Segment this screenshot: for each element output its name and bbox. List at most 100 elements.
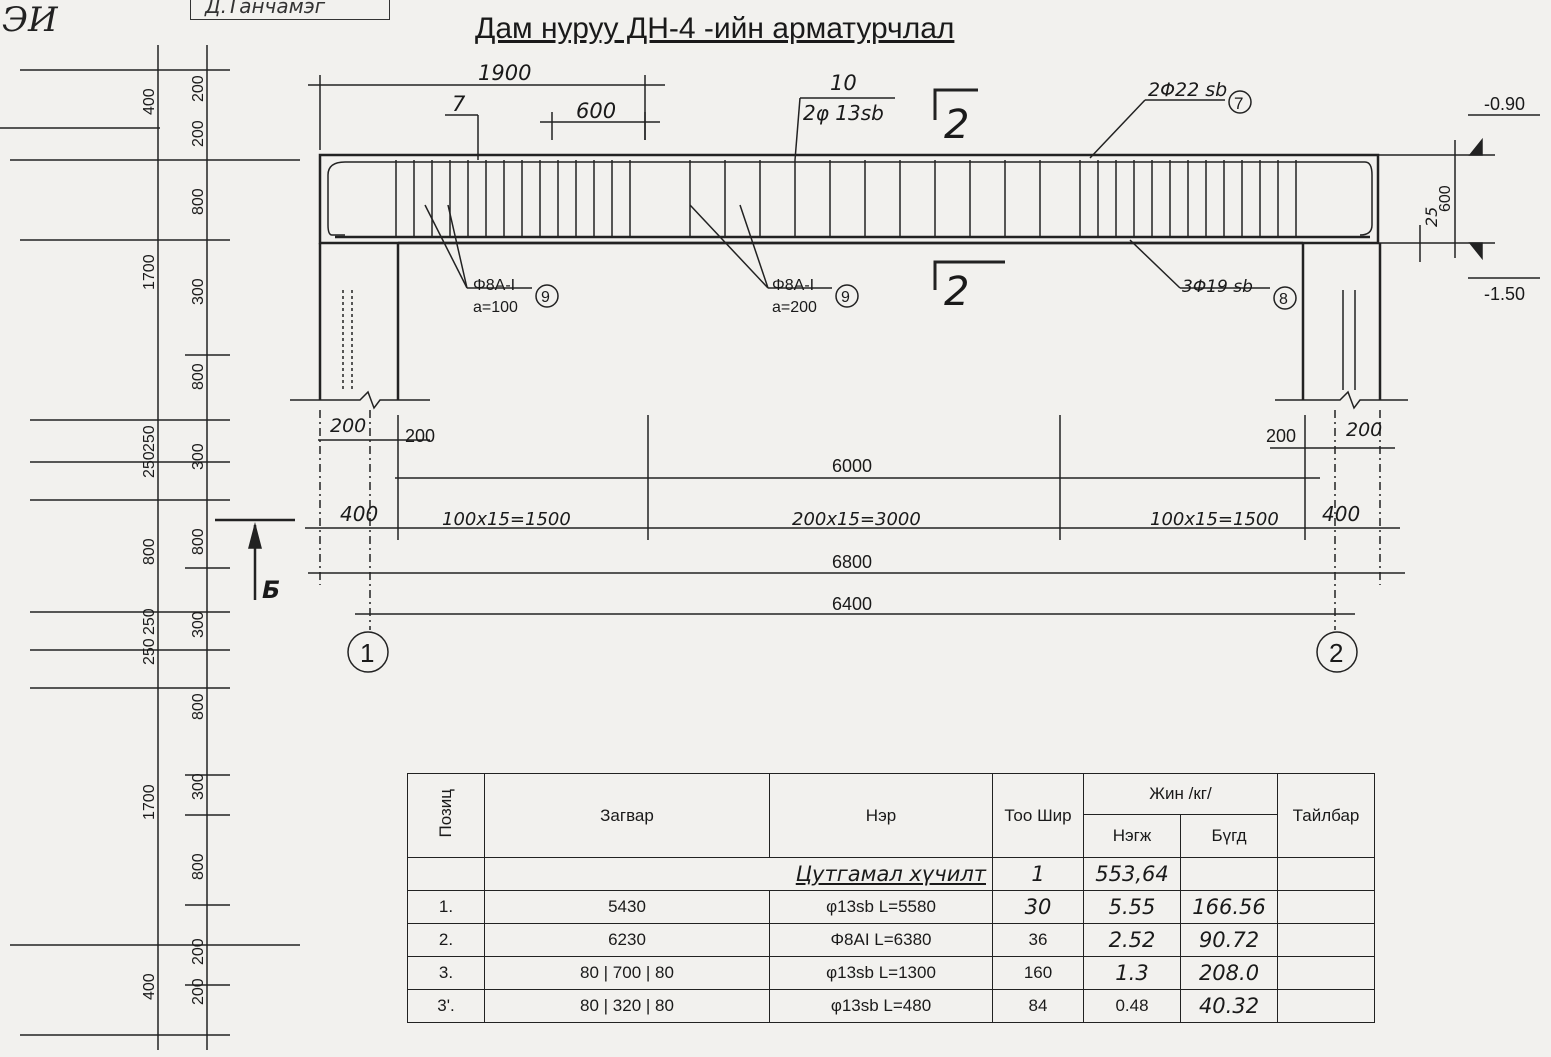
group-total: [1180, 857, 1278, 891]
row-pos: 3.: [407, 956, 485, 990]
row-note: [1277, 923, 1375, 957]
left-dim-outer: 1700: [141, 254, 158, 290]
stirrup-mid-pos: 9: [841, 289, 850, 306]
stirrup-mid-spacing: a=200: [772, 299, 817, 316]
row-total: 90.72: [1180, 923, 1278, 957]
table-row: 3'. 80 | 320 | 80 φ13sb L=480 84 0.48 40…: [407, 989, 1375, 1023]
row-count: 30: [992, 890, 1084, 924]
stirrup-left-pos: 9: [541, 289, 550, 306]
stirrup-left-type: Φ8A-I: [473, 277, 515, 294]
table-row: 3. 80 | 700 | 80 φ13sb L=1300 160 1.3 20…: [407, 956, 1375, 990]
header-total: Бүгд: [1180, 814, 1278, 858]
pos-7: 7: [1234, 94, 1243, 113]
elevation-bottom: -1.50: [1484, 284, 1525, 304]
rebar-7-label: 2Φ22 sb: [1148, 79, 1227, 101]
row-name: Φ8AI L=6380: [769, 923, 993, 957]
row-name: φ13sb L=5580: [769, 890, 993, 924]
left-dim-inner: 300: [190, 611, 207, 638]
header-pos: Позиц: [407, 773, 485, 858]
left-dim-inner: 800: [190, 363, 207, 390]
stirrup-mid-type: Φ8A-I: [772, 277, 814, 294]
row-name: φ13sb L=1300: [769, 956, 993, 990]
dim-6000: 6000: [832, 456, 872, 476]
left-dim-inner: 800: [190, 528, 207, 555]
left-dim-inner: 200: [190, 120, 207, 147]
left-dim-inner: 300: [190, 773, 207, 800]
row-name: φ13sb L=480: [769, 989, 993, 1023]
left-dim-inner: 200: [190, 978, 207, 1005]
left-dim-inner: 800: [190, 693, 207, 720]
axis-1-label: 1: [360, 638, 374, 668]
dim-600: 600: [576, 99, 616, 123]
left-dim-inner: 800: [190, 188, 207, 215]
dim-600-right: 600: [1437, 185, 1454, 212]
specification-table: Позиц Загвар Нэр Тоо Шир Жин /кг/ Тайлба…: [407, 773, 1375, 1023]
dim-200-d: 200: [1346, 419, 1382, 441]
row-note: [1277, 989, 1375, 1023]
row-unit: 5.55: [1083, 890, 1181, 924]
left-dim-outer: 250: [141, 608, 158, 635]
corner-mark: ЭИ: [2, 0, 58, 40]
stirrup-left-spacing: a=100: [473, 299, 518, 316]
seg-mid: 200x15=3000: [792, 509, 921, 530]
row-note: [1277, 956, 1375, 990]
table-row: 2. 6230 Φ8AI L=6380 36 2.52 90.72: [407, 923, 1375, 957]
dim-200-a: 200: [330, 415, 366, 437]
header-count: Тоо Шир: [992, 773, 1084, 858]
row-model: 80 | 700 | 80: [484, 956, 770, 990]
row-unit: 2.52: [1083, 923, 1181, 957]
rebar-top-label: 2φ 13sb: [803, 101, 884, 125]
left-dim-outer: 400: [141, 88, 158, 115]
dim-1900: 1900: [478, 61, 531, 85]
row-count: 84: [992, 989, 1084, 1023]
section-b-label: Б: [262, 576, 280, 604]
page-title: Дам нуруу ДН-4 -ийн арматурчлал: [475, 12, 955, 45]
left-dim-outer: 800: [141, 538, 158, 565]
left-dim-inner: 200: [190, 938, 207, 965]
row-count: 160: [992, 956, 1084, 990]
dim-6400: 6400: [832, 594, 872, 614]
header-model: Загвар: [484, 773, 770, 858]
pos-7-top: 7: [452, 92, 466, 116]
dim-400-left: 400: [340, 502, 378, 526]
header-unit: Нэгж: [1083, 814, 1181, 858]
row-total: 208.0: [1180, 956, 1278, 990]
elevation-top: -0.90: [1484, 94, 1525, 114]
group-unit: 553,64: [1083, 857, 1181, 891]
dim-25: 25: [1422, 207, 1441, 227]
seg-right: 100x15=1500: [1150, 509, 1279, 530]
header-weight: Жин /кг/: [1083, 773, 1278, 815]
table-row: 1. 5430 φ13sb L=5580 30 5.55 166.56: [407, 890, 1375, 924]
row-total: 40.32: [1180, 989, 1278, 1023]
section-mark-top: 2: [944, 102, 969, 148]
left-dim-inner: 300: [190, 443, 207, 470]
left-dim-outer: 400: [141, 973, 158, 1000]
row-pos: 1.: [407, 890, 485, 924]
row-model: 6230: [484, 923, 770, 957]
row-pos: 2.: [407, 923, 485, 957]
left-dim-outer: 1700: [141, 784, 158, 820]
row-total: 166.56: [1180, 890, 1278, 924]
dim-10: 10: [830, 71, 857, 95]
pos-8: 8: [1279, 291, 1288, 308]
left-dim-outer: 250: [141, 425, 158, 452]
left-dim-inner: 300: [190, 278, 207, 305]
section-mark-bottom: 2: [944, 269, 969, 315]
group-name: Цутгамал хүчилт: [484, 857, 993, 891]
row-unit: 1.3: [1083, 956, 1181, 990]
row-pos: 3'.: [407, 989, 485, 1023]
rebar-8-label: 3Φ19 sb: [1182, 277, 1253, 297]
header-note: Тайлбар: [1277, 773, 1375, 858]
seg-left: 100x15=1500: [442, 509, 571, 530]
row-unit: 0.48: [1083, 989, 1181, 1023]
author-stamp: Д.Танчамэг: [190, 0, 390, 20]
group-pos: [407, 857, 485, 891]
group-count: 1: [992, 857, 1084, 891]
left-dim-inner: 200: [190, 75, 207, 102]
row-note: [1277, 890, 1375, 924]
row-count: 36: [992, 923, 1084, 957]
row-model: 80 | 320 | 80: [484, 989, 770, 1023]
dim-400-right: 400: [1322, 502, 1360, 526]
dim-200-c: 200: [1266, 426, 1296, 446]
